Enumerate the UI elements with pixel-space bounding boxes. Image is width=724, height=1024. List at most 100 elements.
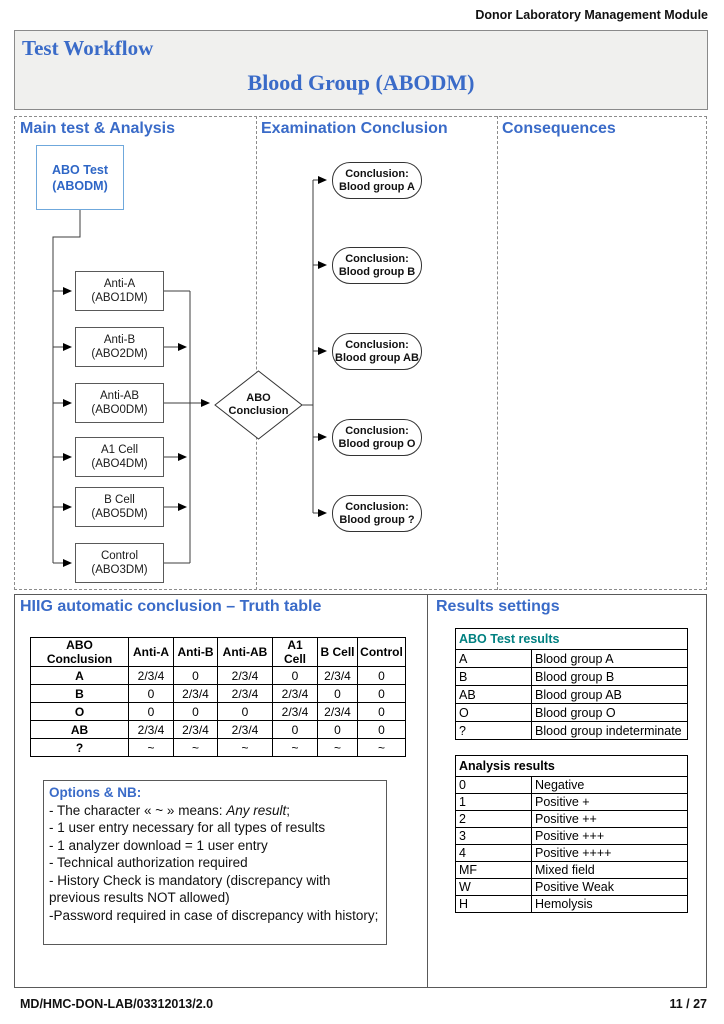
conclusion-value: Blood group AB: [335, 351, 419, 364]
conclusion-label: Conclusion:: [345, 167, 409, 180]
truth-cell: 2/3/4: [317, 666, 358, 685]
truth-cell: ~: [272, 738, 318, 757]
analysis-result-row: MF Mixed field: [455, 861, 688, 879]
truth-cell: ~: [317, 738, 358, 757]
truth-cell: 2/3/4: [173, 720, 218, 739]
truth-cell: 0: [357, 666, 406, 685]
result-label: Positive ++: [531, 810, 688, 828]
options-line-prefix: - The character « ~ » means:: [49, 802, 227, 818]
options-line-tilde: - The character « ~ » means: Any result;: [49, 802, 381, 820]
truth-cell: 0: [128, 702, 174, 721]
result-code: O: [455, 703, 532, 722]
truth-table-header-row: ABO Conclusion Anti-A Anti-B Anti-AB A1 …: [30, 637, 406, 667]
truth-header: Anti-A: [128, 637, 174, 667]
conclusion-label: Conclusion:: [345, 338, 409, 351]
result-label: Blood group A: [531, 649, 688, 668]
test-label: Anti-A: [103, 278, 136, 290]
column-divider-2: [497, 116, 498, 590]
truth-cell: ~: [128, 738, 174, 757]
truth-cell: 2/3/4: [317, 702, 358, 721]
truth-cell: 2/3/4: [217, 684, 273, 703]
truth-cell: ~: [357, 738, 406, 757]
workflow-panel: [14, 116, 707, 590]
conclusion-value: Blood group B: [338, 265, 416, 278]
truth-row-o: O 0 0 0 2/3/4 2/3/4 0: [30, 702, 406, 721]
truth-row-ab: AB 2/3/4 2/3/4 2/3/4 0 0 0: [30, 720, 406, 739]
abo-test-results-table: ABO Test results A Blood group A B Blood…: [455, 628, 688, 740]
truth-row-b: B 0 2/3/4 2/3/4 2/3/4 0 0: [30, 684, 406, 703]
footer-document-reference: MD/HMC-DON-LAB/03312013/2.0: [20, 997, 214, 1011]
analysis-results-header-row: Analysis results: [455, 755, 688, 777]
abo-conclusion-decision: ABO Conclusion: [215, 380, 302, 430]
options-title: Options & NB:: [49, 785, 142, 800]
options-line: - History Check is mandatory (discrepanc…: [49, 872, 331, 906]
truth-row-label: ?: [30, 738, 129, 757]
result-label: Positive +++: [531, 827, 688, 845]
conclusion-label: Conclusion:: [345, 500, 409, 513]
abo-result-row: O Blood group O: [455, 703, 688, 722]
test-node-anti-ab: Anti-AB (ABO0DM): [75, 383, 164, 423]
analysis-results-table: Analysis results 0 Negative 1 Positive +…: [455, 755, 688, 913]
page-subtitle: Blood Group (ABODM): [247, 70, 475, 95]
truth-cell: ~: [173, 738, 218, 757]
truth-cell: 0: [217, 702, 273, 721]
truth-table-title: HIIG automatic conclusion – Truth table: [20, 598, 322, 615]
truth-cell: 0: [272, 720, 318, 739]
results-settings-panel: [427, 594, 707, 988]
test-code: (ABO1DM): [91, 292, 148, 304]
column-divider-1: [256, 116, 257, 590]
truth-cell: 0: [357, 702, 406, 721]
test-code: (ABO2DM): [91, 348, 148, 360]
analysis-result-row: 0 Negative: [455, 776, 688, 794]
abo-result-row: AB Blood group AB: [455, 685, 688, 704]
result-label: Negative: [531, 776, 688, 794]
truth-cell: ~: [217, 738, 273, 757]
truth-header: Anti-AB: [217, 637, 273, 667]
abo-test-node: ABO Test (ABODM): [36, 145, 124, 210]
result-code: A: [455, 649, 532, 668]
column-title-main-test: Main test & Analysis: [20, 120, 176, 137]
column-title-examination-conclusion: Examination Conclusion: [261, 120, 448, 137]
options-line: -Password required in case of discrepanc…: [49, 907, 379, 923]
result-code: 2: [455, 810, 532, 828]
conclusion-value: Blood group O: [338, 437, 416, 450]
test-code: (ABO5DM): [91, 508, 148, 520]
truth-row-label: O: [30, 702, 129, 721]
test-node-anti-a: Anti-A (ABO1DM): [75, 271, 164, 311]
truth-row-label: B: [30, 684, 129, 703]
analysis-result-row: H Hemolysis: [455, 895, 688, 913]
abo-result-row: ? Blood group indeterminate: [455, 721, 688, 740]
abo-results-header: ABO Test results: [455, 628, 688, 650]
analysis-result-row: 3 Positive +++: [455, 827, 688, 845]
truth-cell: 0: [317, 720, 358, 739]
result-label: Hemolysis: [531, 895, 688, 913]
conclusion-node-blood-group-o: Conclusion: Blood group O: [332, 419, 422, 456]
conclusion-node-blood-group-a: Conclusion: Blood group A: [332, 162, 422, 199]
test-node-control: Control (ABO3DM): [75, 543, 164, 583]
test-label: Control: [100, 550, 139, 562]
truth-cell: 2/3/4: [128, 720, 174, 739]
test-code: (ABO4DM): [91, 458, 148, 470]
result-label: Blood group O: [531, 703, 688, 722]
analysis-results-header: Analysis results: [455, 755, 688, 777]
test-label: Anti-B: [103, 334, 136, 346]
test-label: A1 Cell: [100, 444, 139, 456]
test-code: (ABO3DM): [91, 564, 148, 576]
result-code: 3: [455, 827, 532, 845]
test-node-b-cell: B Cell (ABO5DM): [75, 487, 164, 527]
test-node-a1-cell: A1 Cell (ABO4DM): [75, 437, 164, 477]
truth-cell: 0: [173, 666, 218, 685]
result-label: Mixed field: [531, 861, 688, 879]
truth-cell: 0: [272, 666, 318, 685]
abo-result-row: B Blood group B: [455, 667, 688, 686]
truth-header: Anti-B: [173, 637, 218, 667]
truth-row-label: A: [30, 666, 129, 685]
result-code: 0: [455, 776, 532, 794]
abo-test-label-line2: (ABODM): [52, 178, 108, 193]
footer-page-number: 11 / 27: [669, 997, 707, 1011]
conclusion-label: Conclusion:: [345, 252, 409, 265]
truth-cell: 2/3/4: [272, 702, 318, 721]
conclusion-node-blood-group-b: Conclusion: Blood group B: [332, 247, 422, 284]
result-code: B: [455, 667, 532, 686]
